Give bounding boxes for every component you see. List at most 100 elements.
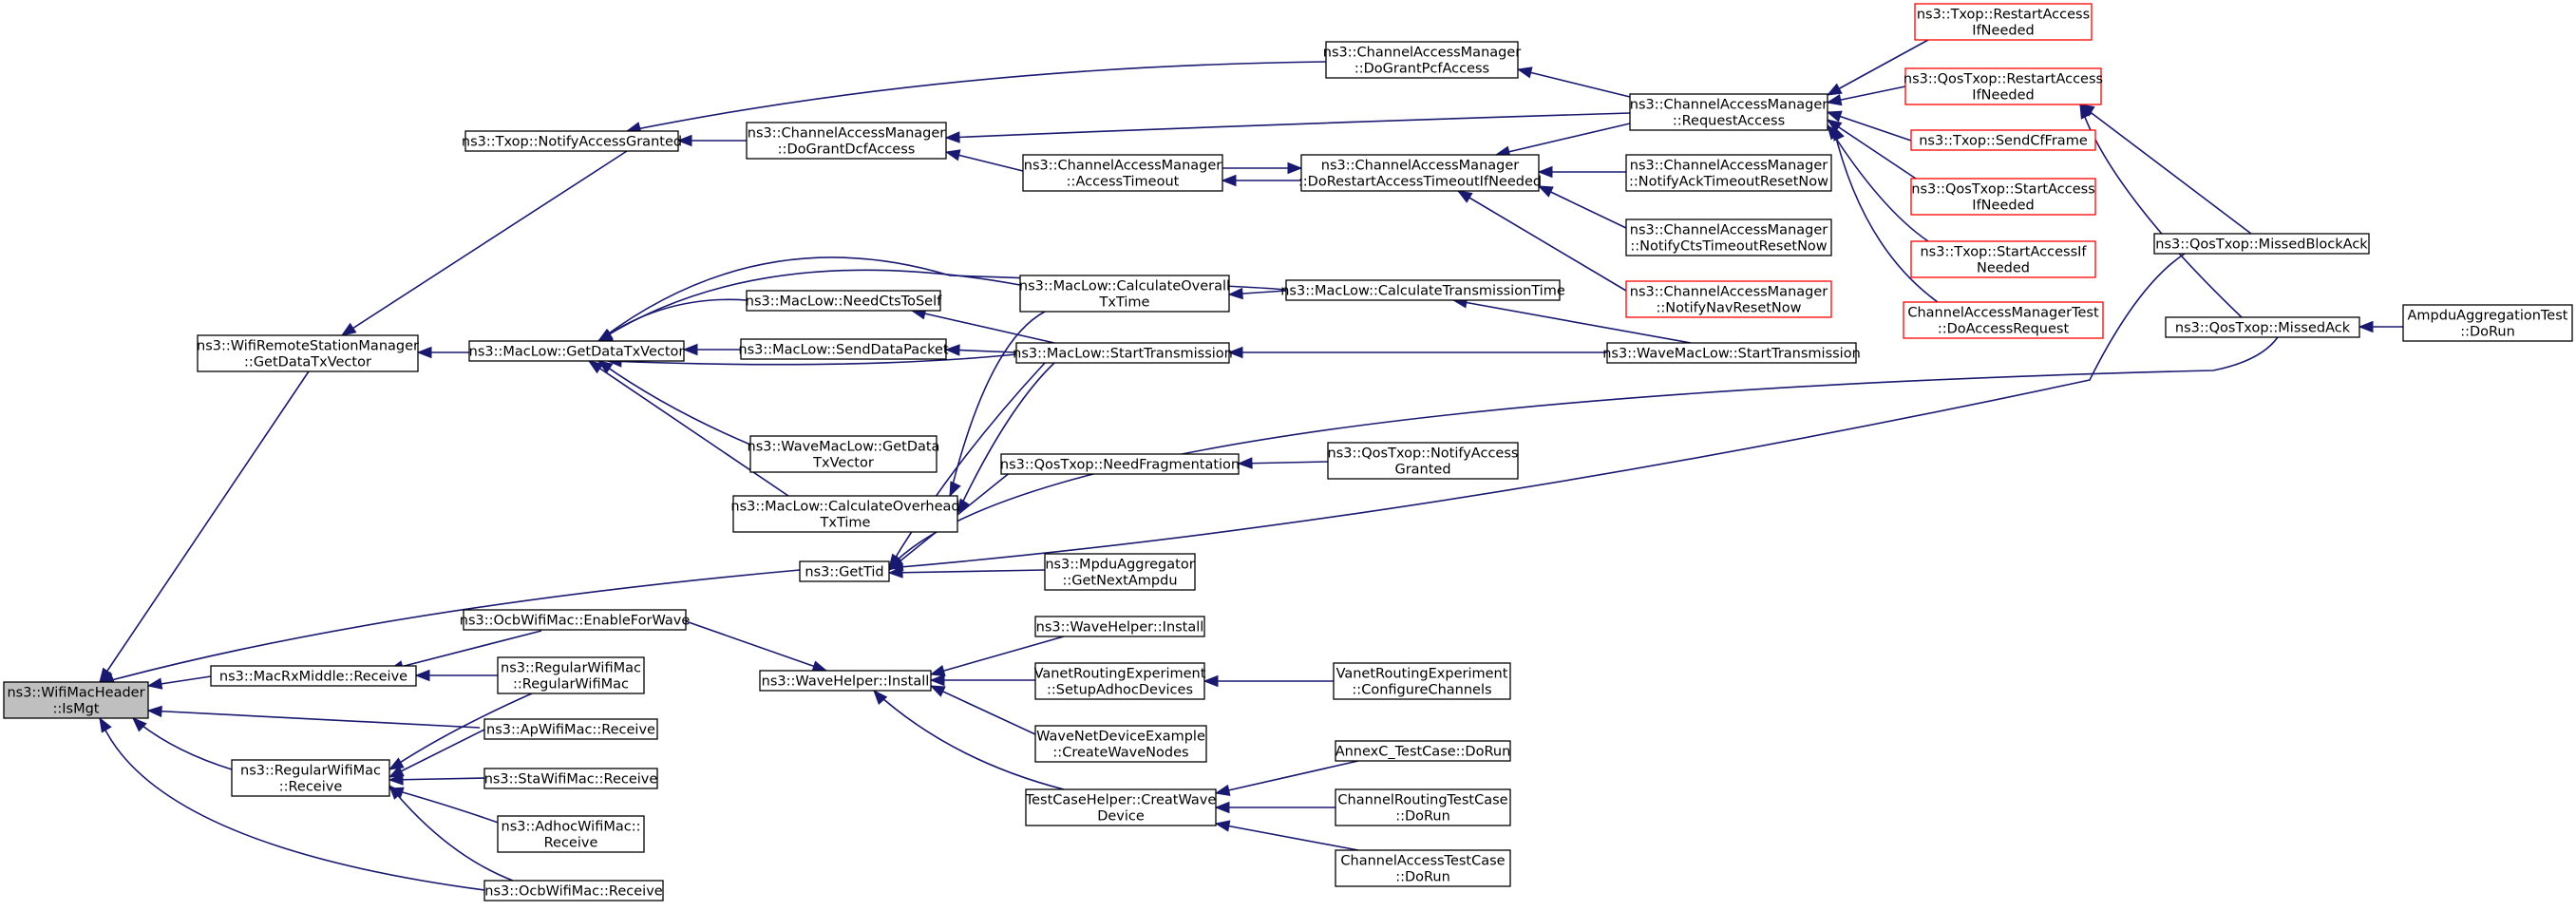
node-cam-dograntdcf[interactable]: ns3::ChannelAccessManager::DoGrantDcfAcc… (746, 122, 947, 160)
node-label: ns3::WifiMacHeader (7, 686, 144, 701)
node-label: ns3::QosTxop::NeedFragmentation (1000, 458, 1240, 473)
node-label: ns3::MacRxMiddle::Receive (219, 670, 407, 685)
node-ampdu-dorun[interactable]: AmpduAggregationTest::DoRun (2402, 304, 2573, 342)
node-box (1044, 553, 1196, 591)
node-box (483, 768, 658, 789)
node-label: ns3::OcbWifiMac::Receive (484, 884, 662, 900)
node-cam-requestaccess[interactable]: ns3::ChannelAccessManager::RequestAccess (1629, 93, 1828, 131)
node-ocbwifimac-receive[interactable]: ns3::OcbWifiMac::Receive (483, 880, 664, 902)
node-label: ns3::MacLow::SendDataPacket (738, 343, 949, 358)
node-vanet-configurechannels[interactable]: VanetRoutingExperiment::ConfigureChannel… (1333, 662, 1511, 700)
arrowhead-icon (416, 346, 432, 359)
node-label: ns3::WaveMacLow::GetData (748, 440, 940, 455)
node-label: ChannelRoutingTestCase (1337, 793, 1507, 808)
node-box (1000, 453, 1240, 475)
node-maclow-calculatetransmissiontime[interactable]: ns3::MacLow::CalculateTransmissionTime (1280, 279, 1565, 301)
call-edge (957, 362, 1055, 514)
node-adhocwifimac-receive[interactable]: ns3::AdhocWifiMac::Receive (497, 815, 645, 853)
call-edge (1827, 124, 1929, 242)
node-qostxop-missedblockack[interactable]: ns3::QosTxop::MissedBlockAck (2153, 233, 2370, 255)
node-cam-dorestart[interactable]: ns3::ChannelAccessManager::DoRestartAcce… (1298, 154, 1542, 192)
node-camtest-doaccessrequest[interactable]: ChannelAccessManagerTest::DoAccessReques… (1903, 301, 2104, 339)
node-box (749, 435, 938, 473)
node-label: TxTime (1099, 295, 1150, 311)
node-macrxmiddle-receive[interactable]: ns3::MacRxMiddle::Receive (210, 665, 417, 687)
node-label: ns3::WaveHelper::Install (1036, 620, 1204, 636)
arrowhead-icon (1203, 674, 1219, 688)
node-box (2153, 233, 2370, 255)
node-box (210, 665, 417, 687)
node-stawifimac-receive[interactable]: ns3::StaWifiMac::Receive (483, 768, 658, 789)
arrowhead-icon (944, 149, 961, 161)
arrowhead-icon (682, 343, 698, 356)
node-label: ::CreateWaveNodes (1052, 746, 1188, 761)
call-edge (341, 150, 628, 336)
node-cam-notifynavreset[interactable]: ns3::ChannelAccessManager::NotifyNavRese… (1625, 280, 1832, 318)
arrowhead-icon (1826, 119, 1843, 133)
node-box (497, 815, 645, 853)
node-wavemaclow-getdatatxvector[interactable]: ns3::WaveMacLow::GetDataTxVector (748, 435, 940, 473)
node-box (1625, 280, 1832, 318)
node-gettid[interactable]: ns3::GetTid (799, 560, 890, 582)
arrowhead-icon (1214, 801, 1230, 814)
node-wavehelper-install2[interactable]: ns3::WaveHelper::Install (1034, 616, 1205, 637)
node-box (1625, 218, 1832, 256)
node-ismgt[interactable]: ns3::WifiMacHeader::IsMgt (3, 681, 149, 719)
node-box (1910, 129, 2096, 151)
node-label: ::Receive (279, 780, 343, 795)
node-box (1022, 154, 1223, 192)
node-ocb-enableforwave[interactable]: ns3::OcbWifiMac::EnableForWave (460, 609, 691, 631)
node-cam-notifyctstimeout[interactable]: ns3::ChannelAccessManager::NotifyCtsTime… (1625, 218, 1832, 256)
node-wavehelper-install[interactable]: ns3::WaveHelper::Install (759, 670, 932, 692)
call-edge (685, 620, 827, 672)
node-wavenetdevice-create[interactable]: WaveNetDeviceExample::CreateWaveNodes (1034, 725, 1207, 763)
node-maclow-starttransmission[interactable]: ns3::MacLow::StartTransmission (1013, 342, 1233, 364)
node-mpduaggregator-getnextampdu[interactable]: ns3::MpduAggregator::GetNextAmpdu (1044, 553, 1196, 591)
node-box (463, 609, 687, 631)
arrowhead-icon (1287, 161, 1303, 175)
node-maclow-senddatapacket[interactable]: ns3::MacLow::SendDataPacket (738, 338, 949, 360)
node-vanet-setupadhoc[interactable]: VanetRoutingExperiment::SetupAdhocDevice… (1034, 662, 1206, 700)
node-txop-sendcfframe[interactable]: ns3::Txop::SendCfFrame (1910, 129, 2096, 151)
node-apwifimac-receive[interactable]: ns3::ApWifiMac::Receive (483, 718, 658, 740)
node-regularwifimac-ctor[interactable]: ns3::RegularWifiMac::RegularWifiMac (497, 656, 645, 694)
arrowhead-icon (929, 685, 946, 697)
node-cam-accesstimeout[interactable]: ns3::ChannelAccessManager::AccessTimeout (1022, 154, 1223, 192)
node-regularwifimac-receive[interactable]: ns3::RegularWifiMac::Receive (231, 759, 390, 797)
node-box (1625, 154, 1832, 192)
arrowhead-icon (1516, 66, 1533, 79)
node-box (2402, 304, 2573, 342)
node-cam-dograntpcf[interactable]: ns3::ChannelAccessManager::DoGrantPcfAcc… (1323, 41, 1522, 79)
node-box (1327, 442, 1519, 480)
arrowhead-icon (873, 689, 888, 705)
node-txop-notifyaccessgranted[interactable]: ns3::Txop::NotifyAccessGranted (462, 130, 682, 152)
node-channelaccesstest-dorun[interactable]: ChannelAccessTestCase::DoRun (1335, 849, 1511, 887)
node-wavemaclow-starttransmission[interactable]: ns3::WaveMacLow::StartTransmission (1602, 342, 1861, 364)
call-edge (388, 729, 485, 778)
node-box (746, 290, 941, 312)
call-edge (597, 360, 751, 446)
node-label: Needed (1977, 261, 2030, 276)
node-maclow-needctstoself[interactable]: ns3::MacLow::NeedCtsToSelf (746, 290, 942, 312)
node-qostxop-missedack[interactable]: ns3::QosTxop::MissedAck (2165, 316, 2360, 338)
arrowhead-icon (2358, 320, 2374, 333)
node-channelrouting-dorun[interactable]: ChannelRoutingTestCase::DoRun (1335, 788, 1511, 826)
arrowhead-icon (340, 322, 357, 336)
node-maclow-getdatatxvector[interactable]: ns3::MacLow::GetDataTxVector (468, 340, 685, 362)
call-edge (1215, 823, 1359, 851)
node-box (1025, 788, 1217, 826)
node-cam-notifyacktimeout[interactable]: ns3::ChannelAccessManager::NotifyAckTime… (1625, 154, 1832, 192)
node-qostxop-needfragmentation[interactable]: ns3::QosTxop::NeedFragmentation (1000, 453, 1240, 475)
node-rsm-getdatatxvector[interactable]: ns3::WifiRemoteStationManager::GetDataTx… (197, 334, 419, 372)
node-annexc-dorun[interactable]: AnnexC_TestCase::DoRun (1335, 740, 1511, 762)
node-qostxop-notifyaccessgranted[interactable]: ns3::QosTxop::NotifyAccessGranted (1327, 442, 1519, 480)
arrowhead-icon (1227, 287, 1243, 300)
arrowhead-icon (2079, 103, 2093, 120)
